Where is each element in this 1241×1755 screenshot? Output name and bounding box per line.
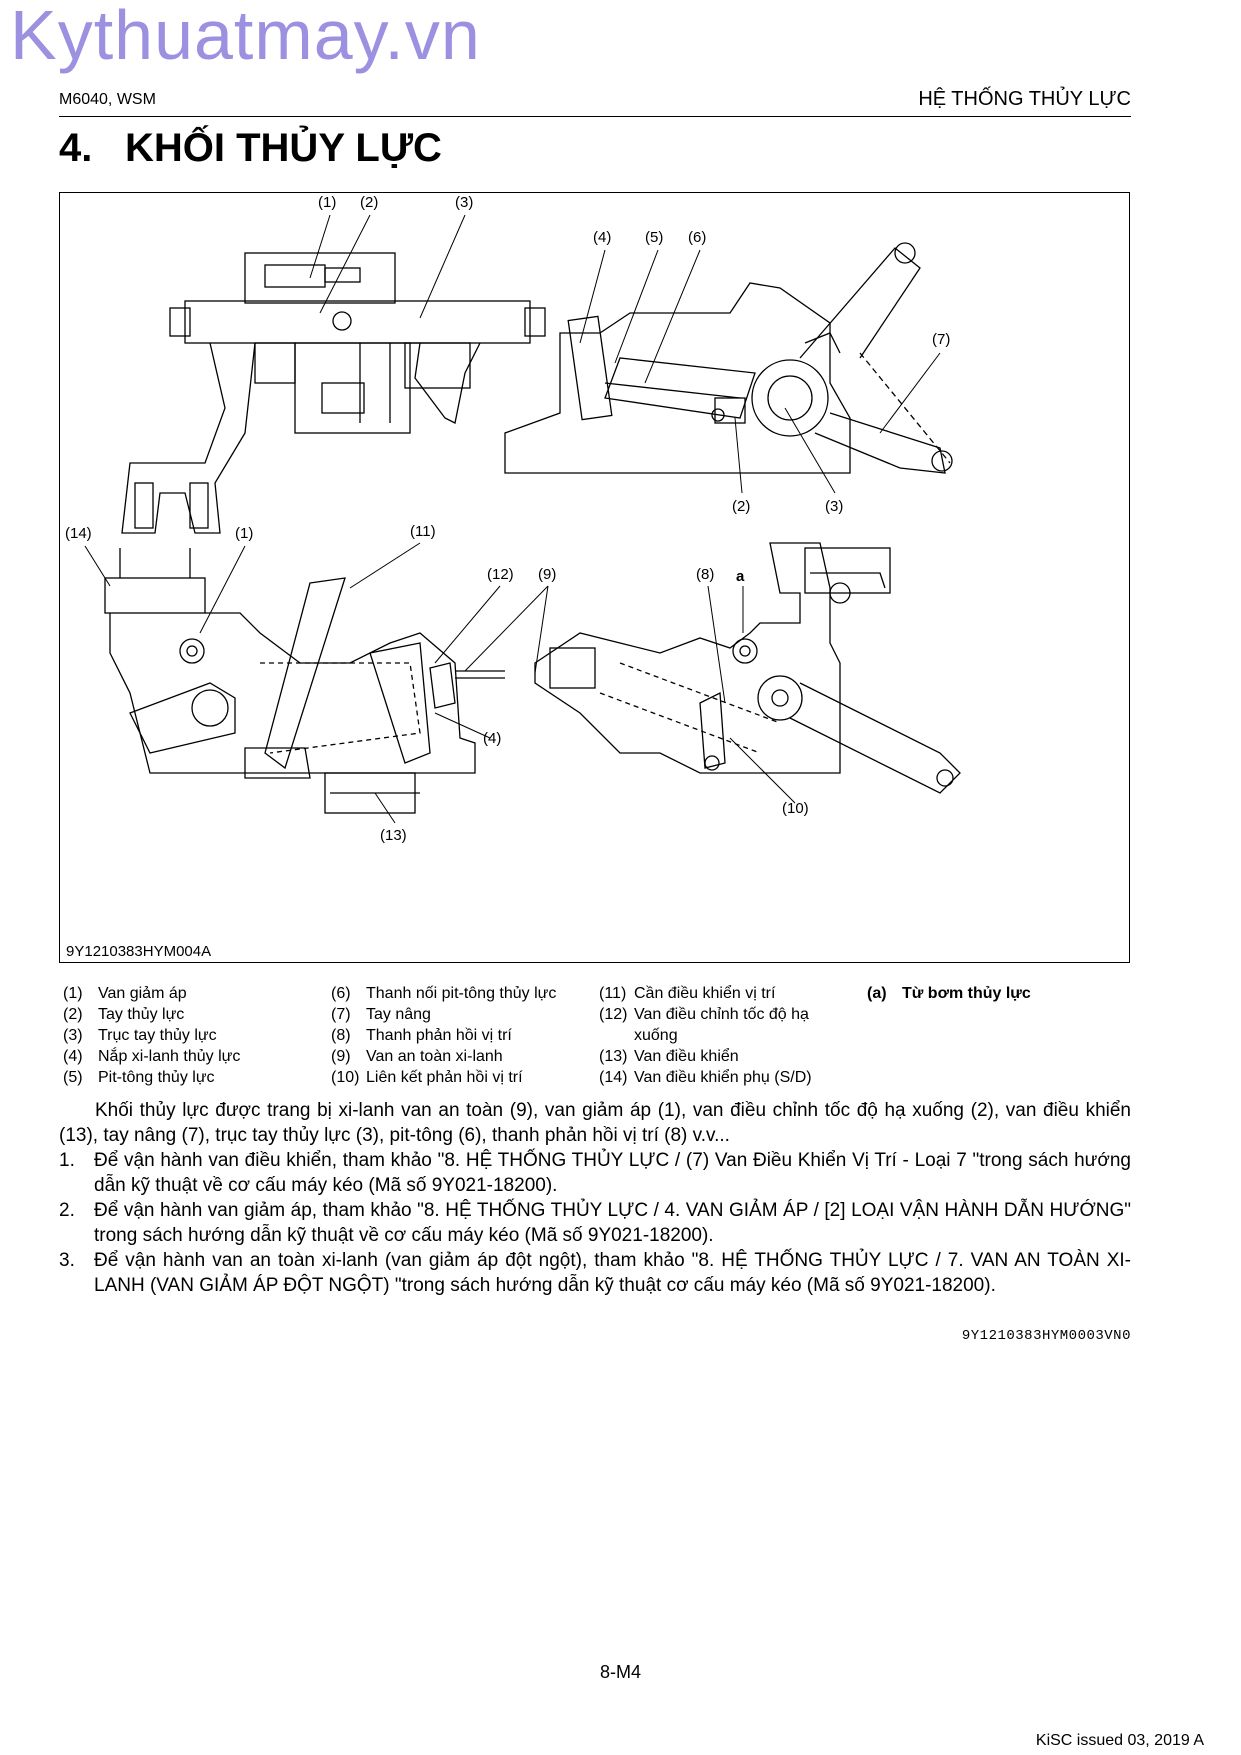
label-bottom-right-10: (10) [782,800,809,817]
label-top-left-2: (2) [360,194,378,211]
label-bottom-right-a: a [736,568,745,585]
legend-item: (10)Liên kết phản hồi vị trí [331,1069,523,1086]
label-bottom-left-11: (11) [410,523,436,540]
label-bottom-left-13: (13) [380,827,407,844]
legend-column-3: (11)Cần điều khiển vị trí (12)Van điều c… [599,983,834,1088]
label-bottom-left-4: (4) [483,730,501,747]
label-bottom-left-9: (9) [538,566,556,583]
header-model: M6040, WSM [59,91,156,108]
label-top-left-1: (1) [318,194,336,211]
label-top-right-3b: (3) [825,498,843,515]
instruction-list: 1.Để vận hành van điều khiển, tham khảo … [59,1148,1131,1298]
label-top-right-5: (5) [645,229,663,246]
legend-column-1: (1)Van giảm áp (2)Tay thủy lực (3)Trục t… [63,983,333,1088]
legend-item: (12)Van điều chỉnh tốc độ hạ xuống [599,1006,809,1044]
label-top-right-4: (4) [593,229,611,246]
label-top-left-3: (3) [455,194,473,211]
legend-item: (7)Tay nâng [331,1006,431,1023]
section-title: 4. KHỐI THỦY LỰC [59,126,442,171]
label-top-right-6: (6) [688,229,706,246]
label-bottom-right-8: (8) [696,566,714,583]
legend-item: (2)Tay thủy lực [63,1006,185,1023]
watermark: Kythuatmay.vn [10,0,481,74]
issue-note: KiSC issued 03, 2019 A [1035,1732,1204,1749]
legend-item: (5)Pit-tông thủy lực [63,1069,215,1086]
list-item: 1.Để vận hành van điều khiển, tham khảo … [59,1150,1131,1196]
header-chapter: HỆ THỐNG THỦY LỰC [918,88,1131,110]
label-bottom-left-14: (14) [65,525,92,542]
page-number: 8-M4 [599,1662,641,1682]
label-bottom-left-12: (12) [487,566,514,583]
legend-item: (11)Cần điều khiển vị trí [599,985,776,1002]
header-rule [59,116,1131,117]
section-number: 4. [59,126,93,170]
document-code: 9Y1210383HYM0003VN0 [961,1328,1131,1344]
legend-item: (6)Thanh nối pit-tông thủy lực [331,985,557,1002]
legend-item: (8)Thanh phản hồi vị trí [331,1027,512,1044]
figure-code: 9Y1210383HYM004A [66,943,212,960]
bottom-left-view [104,548,505,814]
body-text: Khối thủy lực được trang bị xi-lanh van … [59,1098,1131,1298]
label-top-right-2b: (2) [732,498,750,515]
legend-item: (3)Trục tay thủy lực [63,1027,217,1044]
list-item: 2.Để vận hành van giảm áp, tham khảo "8.… [59,1200,1131,1246]
bottom-right-view [534,542,961,794]
legend-column-4: (a)Từ bơm thủy lực [867,983,1087,1004]
top-right-view [504,242,953,474]
legend-item: (14)Van điều khiển phụ (S/D) [599,1069,812,1086]
intro-paragraph: Khối thủy lực được trang bị xi-lanh van … [59,1100,1131,1146]
legend-column-2: (6)Thanh nối pit-tông thủy lực (7)Tay nâ… [331,983,601,1088]
hydraulic-block-figure: (1) (2) (3) (4) (5) (6) (7) (2) (3) (14)… [59,192,1130,963]
list-item: 3.Để vận hành van an toàn xi-lanh (van g… [59,1250,1131,1296]
label-top-right-7: (7) [932,331,950,348]
legend-item: (4)Nắp xi-lanh thủy lực [63,1048,241,1065]
legend-item: (1)Van giảm áp [63,985,187,1002]
legend-item: (a)Từ bơm thủy lực [867,985,1031,1002]
legend-item: (9)Van an toàn xi-lanh [331,1048,503,1065]
label-bottom-left-1: (1) [235,525,253,542]
section-title-text: KHỐI THỦY LỰC [125,126,442,170]
legend-item: (13)Van điều khiển [599,1048,739,1065]
technical-drawing: (1) (2) (3) (4) (5) (6) (7) (2) (3) (14)… [65,194,961,844]
top-left-view [121,252,546,534]
